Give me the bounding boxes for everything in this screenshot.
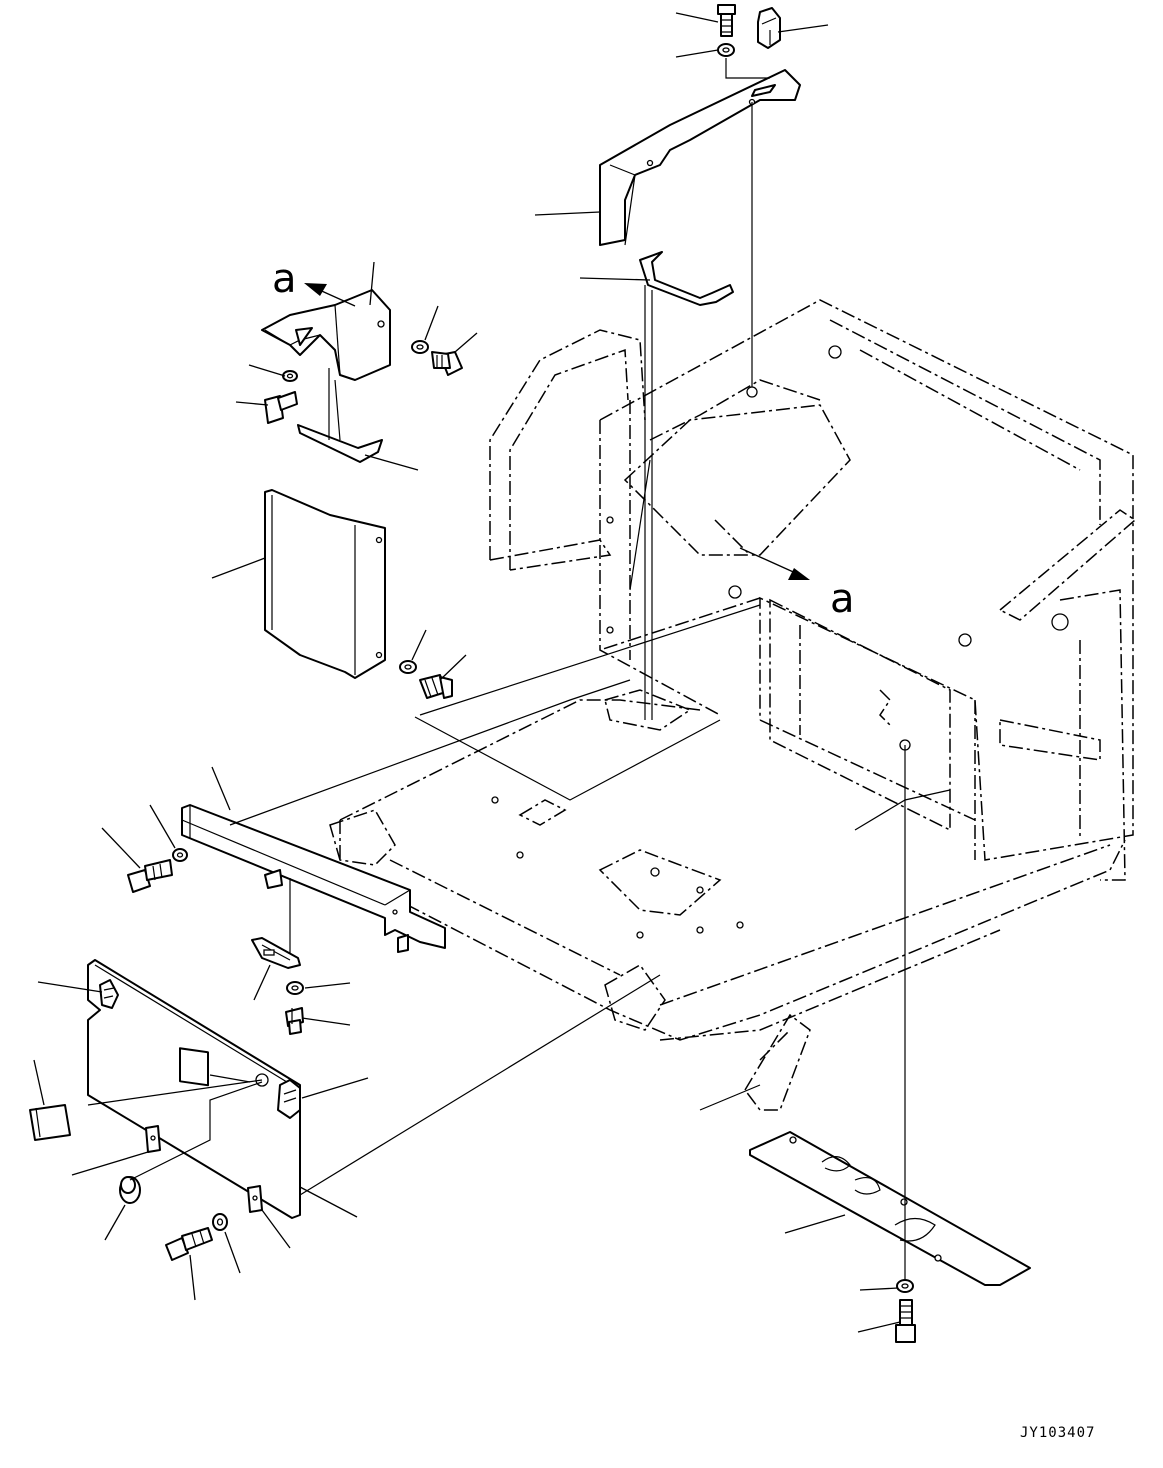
small-bolt-left <box>264 391 298 424</box>
assembly-lines <box>87 379 951 1196</box>
small-washer-left <box>282 370 298 382</box>
bolt-front <box>165 1227 213 1261</box>
washer-front <box>212 1213 228 1231</box>
bolt-rail <box>127 859 173 893</box>
washer-latch <box>286 981 304 995</box>
front-cover-panel <box>87 959 301 1219</box>
knob <box>119 1176 141 1204</box>
side-bracket <box>261 289 391 381</box>
panel-tab-1 <box>145 1125 161 1153</box>
view-letter-upper: a <box>272 256 297 302</box>
bent-rod-left <box>297 424 383 463</box>
handle-plate <box>29 1104 71 1141</box>
top-washer <box>717 43 735 57</box>
view-arrow-lower <box>739 547 810 580</box>
washer-rail <box>172 848 188 862</box>
bent-rod-upper <box>639 251 734 306</box>
view-arrow-upper <box>304 283 356 307</box>
washer-panel <box>399 660 417 674</box>
cross-rail <box>181 804 446 953</box>
top-cover-bracket <box>599 69 801 246</box>
washer-bottom <box>896 1279 914 1293</box>
drawing-code: JY103407 <box>1020 1425 1095 1441</box>
side-cover-panel <box>264 489 386 679</box>
bolt-panel <box>419 674 453 699</box>
bottom-plate <box>749 1131 1031 1286</box>
bolt-right-bracket <box>431 351 463 376</box>
top-clip <box>757 7 781 49</box>
machine-frame <box>329 299 1137 1111</box>
latch-clip <box>251 937 301 969</box>
bolt-bottom <box>895 1299 916 1343</box>
leader-lines <box>33 12 901 1333</box>
washer-right-bracket <box>411 340 429 354</box>
bolt-latch <box>285 1007 304 1035</box>
panel-clip-top <box>99 979 119 1009</box>
panel-latch <box>277 1079 301 1119</box>
view-letter-lower: a <box>830 576 855 622</box>
top-bolt <box>717 4 736 37</box>
panel-tab-2 <box>247 1185 263 1213</box>
